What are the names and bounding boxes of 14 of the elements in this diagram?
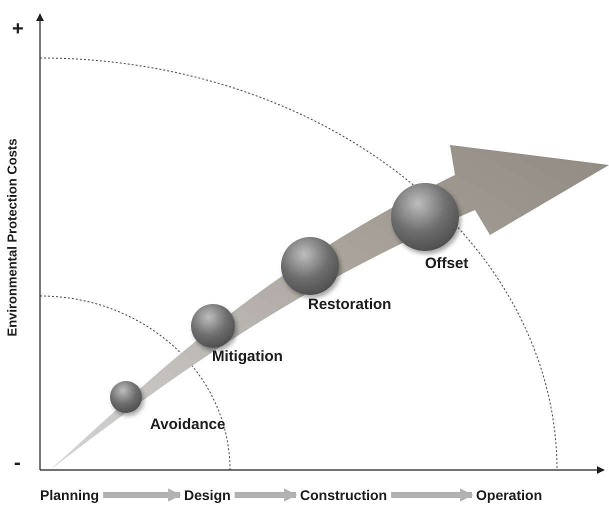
stage-label: Operation bbox=[476, 487, 542, 503]
minus-sign: - bbox=[14, 452, 21, 475]
stage-label: Design bbox=[184, 487, 231, 503]
phase-label: Restoration bbox=[308, 296, 392, 313]
stage-label: Planning bbox=[40, 487, 100, 503]
phase-label: Mitigation bbox=[212, 348, 283, 365]
phase-label: Offset bbox=[425, 255, 468, 272]
phase-label: Avoidance bbox=[150, 416, 226, 433]
stage-arrow bbox=[391, 488, 474, 502]
stage-label: Construction bbox=[300, 487, 388, 503]
stage-arrow bbox=[103, 488, 182, 502]
plus-sign: + bbox=[12, 18, 24, 41]
stage-arrow bbox=[234, 488, 298, 502]
axis-title: Environmental Protection Costs bbox=[4, 138, 20, 338]
